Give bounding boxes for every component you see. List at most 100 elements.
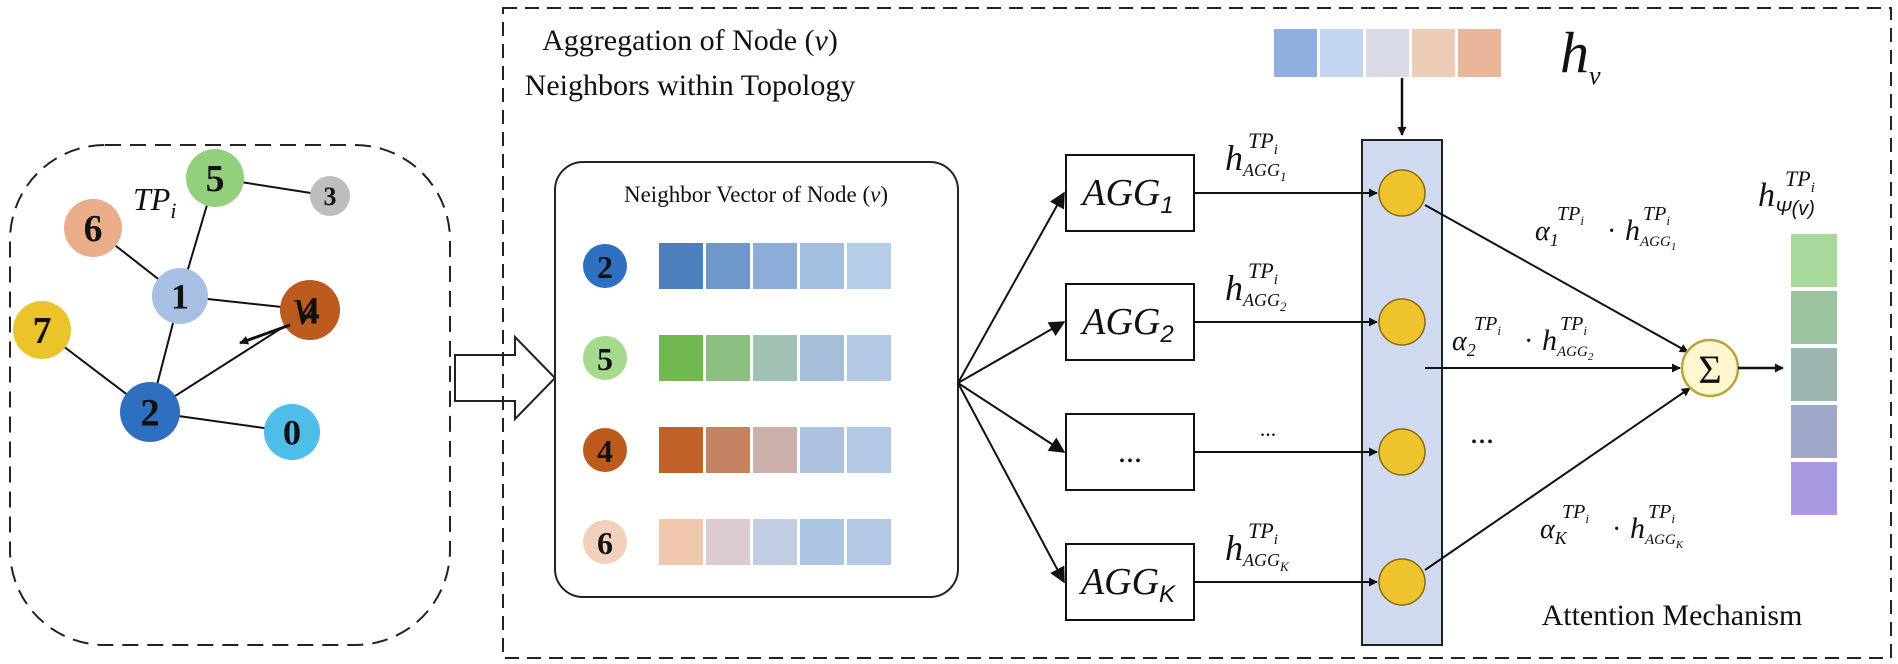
- svg-text:TPi: TPi: [1248, 518, 1278, 548]
- svg-text:hAGGK: hAGGK: [1630, 512, 1684, 551]
- aggregator-box: [1065, 413, 1195, 491]
- hv-vector: hv: [1272, 20, 1601, 136]
- graph-node-circle: [64, 199, 122, 257]
- output-cell: [1789, 346, 1839, 403]
- sum-node: Σ: [1680, 338, 1740, 398]
- graph-node-label: 5: [206, 158, 225, 200]
- svg-text:TPi: TPi: [1248, 128, 1278, 158]
- svg-text:TPi: TPi: [1562, 501, 1589, 526]
- neighbor-vector-cell: [704, 241, 752, 291]
- graph-node-circle: [310, 176, 350, 216]
- output-label-sup: TPi: [1785, 166, 1815, 196]
- attention-edges: hAGG1TPihAGG2TPi...hAGGKTPiα1TPi·hAGG1TP…: [1194, 128, 1691, 587]
- neighbor-vector-cell: [704, 425, 752, 475]
- output-vector: hΨ(v) TPi: [1758, 166, 1839, 517]
- aggregation-panel: [502, 7, 1892, 659]
- aggregator-K: AGGK: [1065, 543, 1195, 621]
- neighbor-row-2: 2: [583, 241, 893, 291]
- topology-dashed-border: [9, 144, 451, 646]
- graph-node-0: 0: [264, 404, 320, 460]
- svg-text:hAGG1: hAGG1: [1625, 214, 1676, 253]
- attention-column: [1361, 139, 1443, 646]
- graph-node-label: 7: [33, 310, 52, 352]
- fanout-arrows: [957, 191, 1066, 584]
- target-arrow: [239, 323, 291, 345]
- neighbor-row-4: 4: [583, 425, 893, 475]
- neighbor-node-circle: [583, 244, 627, 288]
- graph-node-circle: [120, 382, 180, 442]
- svg-text:TPi: TPi: [1557, 203, 1584, 228]
- neighbor-vector-cell: [657, 425, 705, 475]
- neighbor-vector-cell: [751, 425, 799, 475]
- aggregation-title-line1: Aggregation of Node (v): [542, 24, 838, 57]
- neighbor-panel-title: Neighbor Vector of Node (v): [624, 182, 888, 207]
- svg-text:α1: α1: [1535, 216, 1559, 250]
- graph-node-7: 7: [13, 301, 71, 359]
- graph-node-4: 4: [280, 280, 340, 340]
- attention-node: [1378, 169, 1426, 217]
- fanout-arrow: [957, 382, 1066, 453]
- svg-text:α2: α2: [1452, 326, 1476, 360]
- svg-text:TPi: TPi: [1474, 313, 1501, 338]
- graph-node-circle: [152, 268, 208, 324]
- neighbor-node-label: 6: [597, 525, 613, 561]
- svg-text:·: ·: [1524, 326, 1533, 357]
- graph-node-circle: [13, 301, 71, 359]
- hv-label: hv: [1560, 20, 1601, 90]
- neighbor-vector-cell: [751, 241, 799, 291]
- graph-node-1: 1: [152, 268, 208, 324]
- sum-symbol: Σ: [1698, 347, 1721, 392]
- svg-text:TPi: TPi: [1643, 203, 1670, 228]
- topology-label: TPi: [133, 181, 176, 223]
- attention-to-sum-arrow: [1424, 204, 1689, 353]
- graph-node-label: 3: [324, 182, 337, 211]
- attention-ellipsis: ...: [1470, 414, 1494, 450]
- aggregator-2: AGG2: [1065, 283, 1195, 361]
- graph-node-5: 5: [186, 149, 244, 207]
- neighbor-vector-cell: [798, 425, 846, 475]
- attention-node: [1378, 428, 1426, 476]
- svg-text:·: ·: [1607, 216, 1616, 247]
- hv-cell: [1364, 27, 1411, 79]
- aggregator-box: [1065, 154, 1195, 232]
- graph-node-3: 3: [310, 176, 350, 216]
- fanout-arrow: [957, 191, 1065, 384]
- graph-node-circle: [264, 404, 320, 460]
- neighbor-vector-cell: [798, 241, 846, 291]
- aggregation-title-line2: Neighbors within Topology: [525, 69, 856, 102]
- graph-node-label: 0: [283, 413, 301, 453]
- neighbor-node-circle: [583, 428, 627, 472]
- attention-to-sum-arrow: [1424, 387, 1691, 571]
- hv-cell: [1272, 27, 1319, 79]
- svg-text:αK: αK: [1540, 514, 1568, 548]
- aggregator-box: [1065, 543, 1195, 621]
- graph-node-label: 1: [171, 277, 189, 317]
- agg-output-label: ...: [1260, 416, 1277, 441]
- hv-cell: [1318, 27, 1365, 79]
- aggregator-label: AGG1: [1079, 172, 1173, 219]
- aggregator-label: ...: [1118, 433, 1142, 469]
- aggregator-label: AGG2: [1079, 301, 1173, 348]
- hv-cells: [1272, 27, 1503, 79]
- neighbor-vector-cell: [845, 425, 893, 475]
- graph-node-label: 2: [140, 392, 160, 435]
- target-node-label: v: [293, 279, 317, 336]
- neighbor-node-label: 5: [597, 341, 613, 377]
- output-cells: [1789, 232, 1839, 517]
- hv-cell: [1456, 27, 1503, 79]
- svg-text:TPi: TPi: [1648, 501, 1675, 526]
- svg-text:hAGGK: hAGGK: [1225, 528, 1290, 574]
- neighbor-rows: 2 5 4 6: [583, 241, 893, 567]
- attention-node: [1378, 558, 1426, 606]
- output-cell: [1789, 403, 1839, 460]
- aggregator-box: [1065, 283, 1195, 361]
- neighbor-vector-cell: [704, 517, 752, 567]
- fanout-arrow: [957, 382, 1065, 584]
- neighbor-vector-cell: [751, 517, 799, 567]
